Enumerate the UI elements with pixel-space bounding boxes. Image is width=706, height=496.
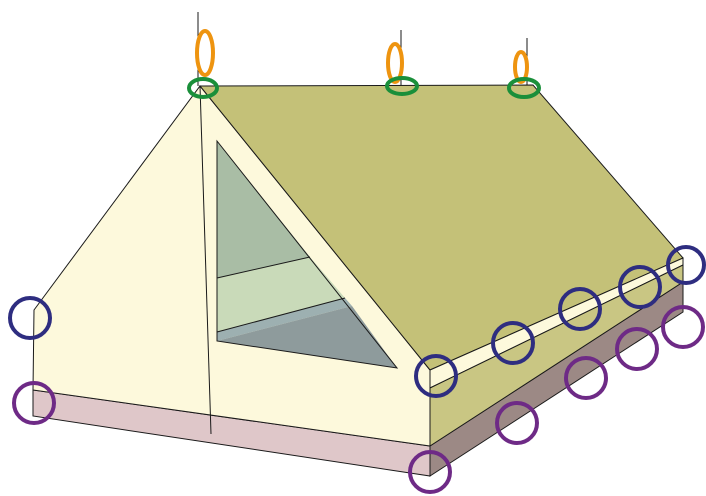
ridge-ring-icon [385,76,419,96]
base-ring-icon [661,305,705,349]
window-frame [216,139,399,369]
ridge-ring-icon [187,77,219,99]
triangular-window [216,139,399,369]
base-ring-icon [615,327,659,371]
ridge-ring-icon [507,77,541,99]
base-rings [12,305,705,494]
window-strip [217,298,352,341]
base-ring-icon [564,356,608,400]
window-floor [217,306,397,368]
window-sky [217,141,310,278]
wall-rings [8,245,706,398]
wall-ring-icon [491,321,535,365]
ridge-rings [187,76,541,99]
base-ring-icon [12,381,56,425]
lifting-loop-icon [386,42,404,84]
wall-ring-icon [666,245,706,285]
window-line [216,297,346,333]
gable-seam [199,85,212,435]
lifting-loop-icon [513,50,529,84]
wall-ring-icon [558,287,602,331]
lifting-loop-icon [195,29,215,77]
base-ring-icon [495,401,539,445]
window-mid [217,257,345,332]
wall-ring-icon [618,265,662,309]
suspension-lines [197,12,528,86]
window-line [216,256,311,279]
base-ring-icon [408,450,452,494]
wall-ring-icon [414,354,458,398]
lifting-loops [195,29,529,84]
wall-ring-icon [8,296,52,340]
